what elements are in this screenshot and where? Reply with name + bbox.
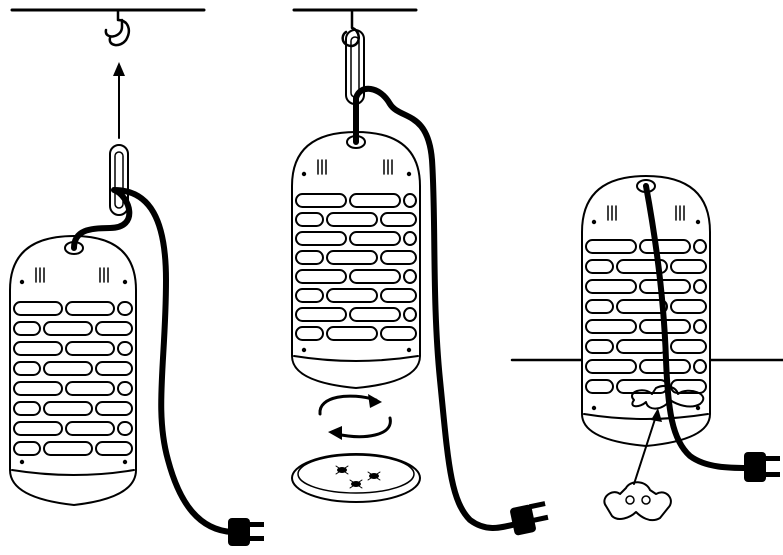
vent-slot	[117, 341, 133, 356]
vent-slot	[326, 326, 378, 341]
vent-slot	[117, 381, 133, 396]
vent-slot	[349, 307, 401, 322]
vent-slot	[43, 401, 93, 416]
vent-slot	[380, 326, 417, 341]
vent-slot	[670, 259, 707, 274]
vent-slot	[65, 341, 115, 356]
arrow-line	[633, 415, 657, 485]
panel-hang	[291, 8, 549, 536]
tray	[291, 453, 421, 503]
vent-slot	[95, 361, 133, 376]
hook-icon	[104, 8, 130, 47]
bracket-icon	[631, 385, 705, 410]
vent-slot	[295, 231, 347, 246]
vent-slot	[65, 421, 115, 436]
vent-slot	[43, 361, 93, 376]
vent-slot	[403, 307, 417, 322]
power-plug-icon	[228, 518, 264, 546]
vent-slot	[295, 288, 324, 303]
vent-slot	[616, 339, 668, 354]
vent-slot	[585, 359, 637, 374]
device-body	[581, 174, 711, 448]
vent-slot	[349, 193, 401, 208]
vent-slot	[693, 359, 707, 374]
vent-slot	[95, 401, 133, 416]
vent-slot	[326, 212, 378, 227]
panel-stand	[510, 174, 783, 522]
vent-slot	[95, 321, 133, 336]
vent-slot	[670, 339, 707, 354]
vent-slot	[13, 301, 63, 316]
vent-slot	[295, 326, 324, 341]
vent-slot	[349, 269, 401, 284]
vent-slot	[95, 441, 133, 456]
vent-slot	[585, 239, 637, 254]
arrow-head	[113, 62, 125, 76]
power-plug-icon	[510, 501, 549, 536]
vent-slot	[13, 401, 41, 416]
device-body	[291, 130, 421, 390]
vent-slot	[403, 193, 417, 208]
vent-slot	[295, 212, 324, 227]
vent-slot	[349, 231, 401, 246]
vent-slot	[65, 301, 115, 316]
vent-slot	[403, 231, 417, 246]
vent-slot	[43, 321, 93, 336]
vent-slot	[13, 341, 63, 356]
power-cord	[71, 187, 235, 535]
vent-slot	[13, 321, 41, 336]
vent-slot	[117, 301, 133, 316]
power-cord	[353, 86, 519, 531]
vent-slot	[585, 299, 614, 314]
vent-slot	[693, 319, 707, 334]
vent-slot	[295, 307, 347, 322]
vent-slot	[326, 288, 378, 303]
vent-slot	[693, 239, 707, 254]
power-cord	[643, 183, 751, 471]
vent-slot	[403, 269, 417, 284]
vent-slot	[13, 381, 63, 396]
vent-slot	[639, 279, 691, 294]
panel-hook	[9, 8, 264, 546]
vent-slot	[585, 379, 614, 394]
power-plug-icon	[744, 452, 780, 482]
vent-slot	[585, 279, 637, 294]
vent-slot	[616, 299, 668, 314]
ring-icon	[109, 144, 129, 216]
vent-slot	[616, 259, 668, 274]
vent-slot	[380, 288, 417, 303]
bug-icon	[335, 465, 381, 489]
vent-slot	[295, 269, 347, 284]
vent-slot	[13, 361, 41, 376]
vent-slot	[380, 250, 417, 265]
bracket-icon	[603, 481, 672, 522]
vent-slot	[693, 279, 707, 294]
vent-slot	[43, 441, 93, 456]
vent-slot	[326, 250, 378, 265]
vent-slot	[117, 421, 133, 436]
vent-slot	[65, 381, 115, 396]
rotate-icon	[318, 394, 392, 440]
vent-slot	[13, 441, 41, 456]
vent-slot	[380, 212, 417, 227]
vent-slot	[585, 259, 614, 274]
vent-slot	[639, 239, 691, 254]
device-body	[9, 234, 137, 507]
vent-slot	[585, 319, 637, 334]
vent-slot	[13, 421, 63, 436]
vent-slot	[670, 299, 707, 314]
vent-slot	[295, 193, 347, 208]
vent-slot	[295, 250, 324, 265]
vent-slot	[585, 339, 614, 354]
